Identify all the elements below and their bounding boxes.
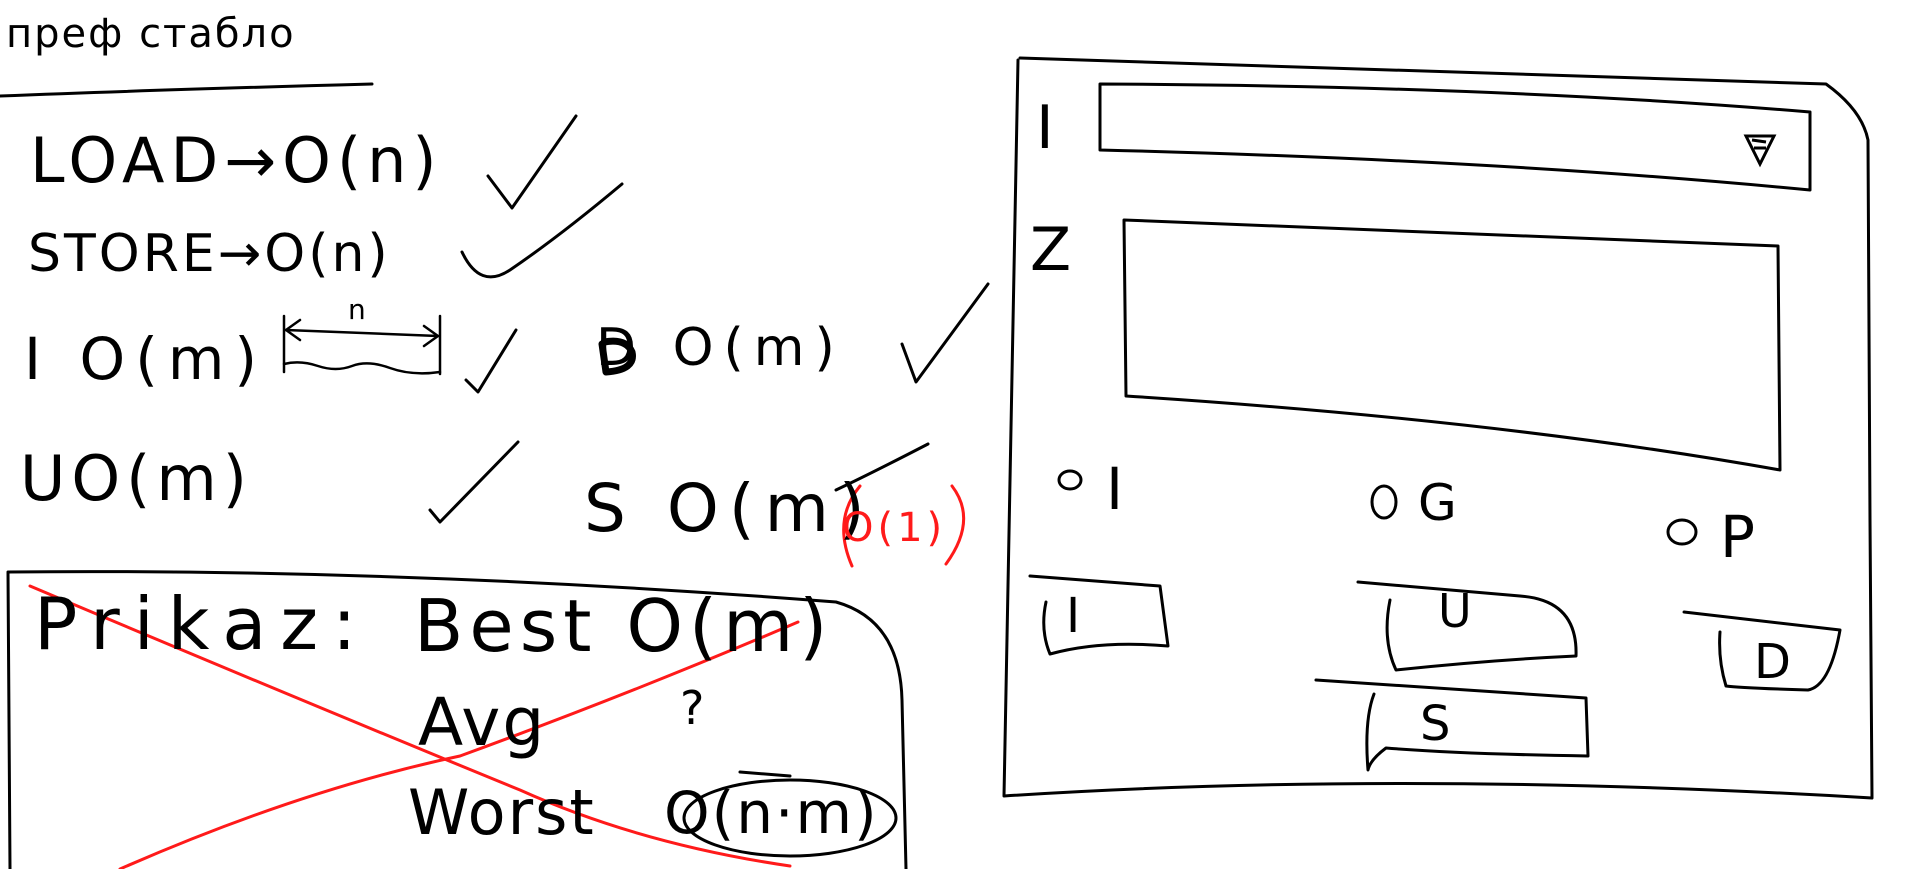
button-d-outline[interactable] <box>1682 610 1842 692</box>
dimension-arrow <box>282 314 442 376</box>
field2-label: Z <box>1030 215 1076 285</box>
check-mark-icon <box>900 282 990 384</box>
option-label-i[interactable]: I <box>1106 455 1128 523</box>
check-mark-icon <box>460 182 624 279</box>
note-delete: D O(m) <box>596 318 845 378</box>
update-button-label[interactable]: U <box>1438 584 1476 638</box>
option-label-g[interactable]: G <box>1418 474 1461 532</box>
radio-icon[interactable] <box>1666 518 1698 546</box>
red-cross-line <box>118 620 800 869</box>
title-underline <box>0 82 374 98</box>
note-update: UO(m) <box>20 442 253 515</box>
complexity-box-label: Prikaz: <box>34 582 371 666</box>
complexity-avg-value: ? <box>680 681 709 735</box>
check-mark-icon <box>464 328 518 394</box>
bold-d-stroke <box>598 337 636 376</box>
note-search: S O(m) <box>584 470 875 547</box>
field2-box[interactable] <box>1122 218 1782 472</box>
insert-button-label[interactable]: I <box>1066 588 1085 644</box>
worst-circle <box>682 778 898 858</box>
search-button-label[interactable]: S <box>1420 696 1455 752</box>
delete-button-label[interactable]: D <box>1754 634 1795 690</box>
form-frame <box>1002 56 1874 800</box>
dimension-label: n <box>348 293 370 326</box>
complexity-worst: Worst <box>408 776 596 849</box>
dropdown-icon[interactable] <box>1742 130 1778 170</box>
field1-box[interactable] <box>1098 82 1812 192</box>
check-mark-icon <box>428 440 520 524</box>
complexity-box-outline <box>6 570 908 869</box>
check-mark-icon <box>486 114 578 210</box>
red-bracket <box>842 484 862 568</box>
check-mark-icon <box>834 442 930 492</box>
button-u-outline[interactable] <box>1356 580 1578 672</box>
radio-icon[interactable] <box>1370 484 1398 520</box>
field1-label: I <box>1036 93 1058 163</box>
note-store: STORE→O(n) <box>28 224 391 284</box>
note-load: LOAD→O(n) <box>30 124 443 197</box>
worst-overline <box>738 770 792 778</box>
page-title: преф стабло <box>6 11 296 57</box>
option-label-p[interactable]: P <box>1720 503 1759 571</box>
note-insert: I O(m) <box>24 325 267 393</box>
radio-icon[interactable] <box>1057 469 1083 491</box>
complexity-worst-value: O(n·m) <box>664 779 879 847</box>
note-search-alt: O(1) <box>842 505 947 551</box>
button-s-outline[interactable] <box>1314 678 1590 772</box>
complexity-avg: Avg <box>418 684 547 761</box>
button-i-outline[interactable] <box>1028 574 1170 656</box>
complexity-best: Best O(m) <box>414 584 834 668</box>
red-cross-line <box>28 584 792 868</box>
red-bracket <box>944 484 966 566</box>
